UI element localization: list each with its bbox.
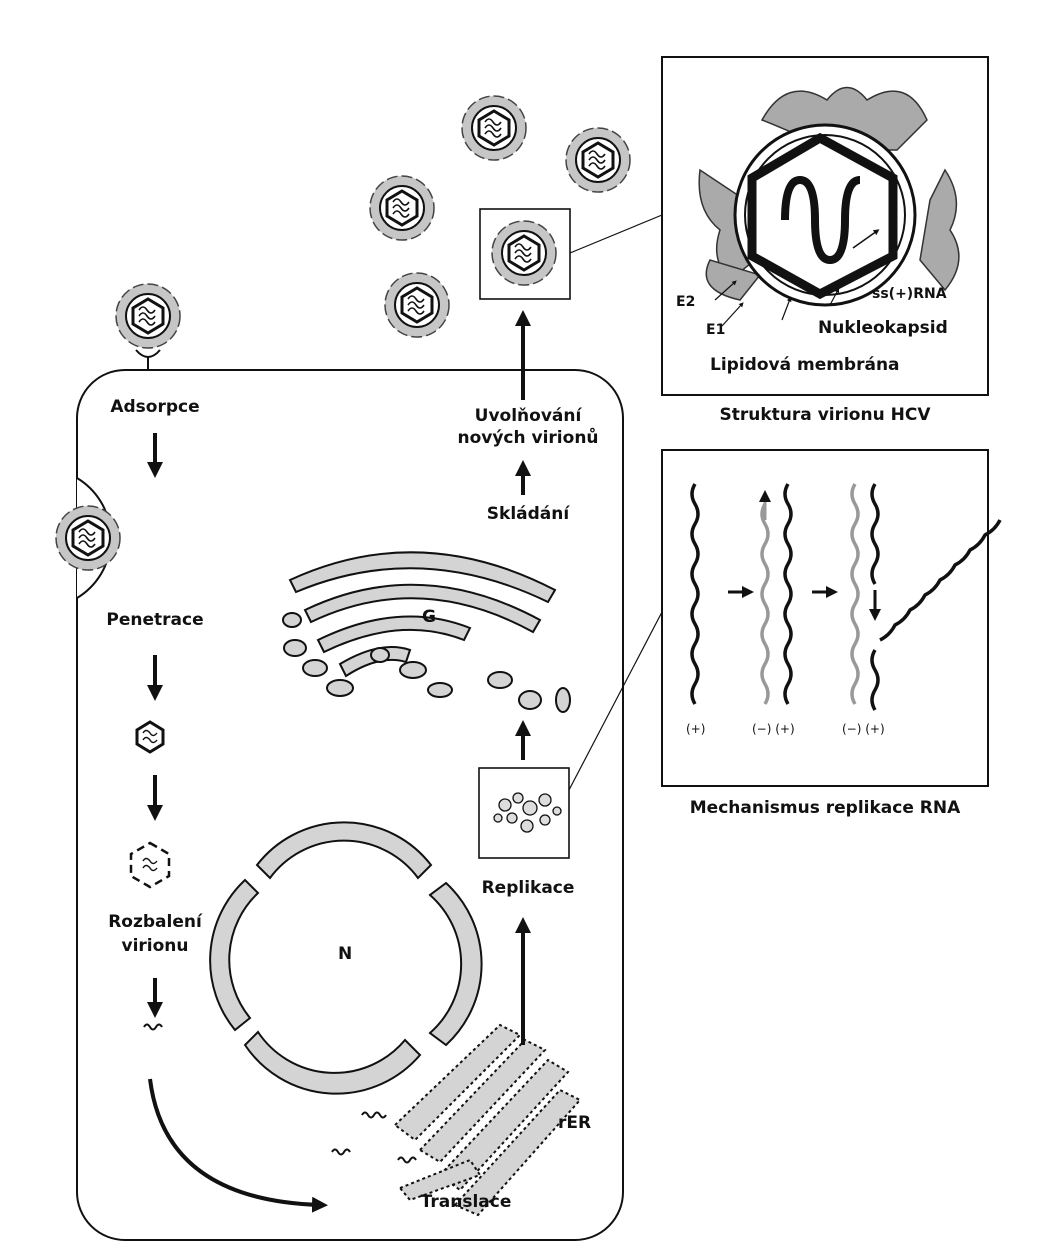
label-nukleokapsid: Nukleokapsid [818,318,948,338]
virion-boxed [492,221,556,285]
label-e2: E2 [676,294,695,310]
caption-structure: Struktura virionu HCV [720,405,931,425]
golgi-apparatus [283,552,570,712]
virion-adsorbing [116,284,180,348]
virion-released-3 [370,176,434,240]
rna-translation-3 [398,1158,416,1163]
connector-replication [569,612,662,790]
label-penetrace: Penetrace [106,610,203,630]
label-rer: rER [558,1113,591,1133]
label-e1: E1 [706,322,725,338]
label-ssrna: ss(+)RNA [872,286,947,302]
label-nucleus: N [338,944,352,964]
label-strand-plus: (+) [686,722,705,736]
connector-structure [570,215,662,253]
label-uvolnovani-1: Uvolňování [475,406,582,426]
label-translace: Translace [421,1192,512,1212]
rough-er [395,1025,580,1215]
label-replikace: Replikace [482,878,575,898]
broken-capsid-icon [131,843,169,887]
rna-translation-2 [332,1150,350,1155]
released-rna [144,1025,162,1030]
label-strand-minus-plus-2: (−) (+) [842,722,885,736]
label-skladani: Skládání [487,504,569,524]
arrow-to-translation [150,1079,320,1205]
replication-panel [662,450,988,786]
label-golgi: G [422,607,436,627]
virion-released-2 [566,128,630,192]
label-uvolnovani-2: nových virionů [457,428,598,448]
label-rozbaleni: Rozbalení [108,912,202,932]
label-virionu: virionu [121,936,188,956]
label-strand-minus-plus-1: (−) (+) [752,722,795,736]
caption-replication: Mechanismus replikace RNA [690,798,961,818]
rna-translation-1 [362,1113,386,1118]
label-adsorpce: Adsorpce [110,397,199,417]
receptor [136,350,160,357]
virion-endosome [56,506,120,570]
virion-released-1 [462,96,526,160]
virion-released-4 [385,273,449,337]
label-membrana: Lipidová membrána [710,355,900,375]
nucleocapsid-icon [137,722,163,752]
